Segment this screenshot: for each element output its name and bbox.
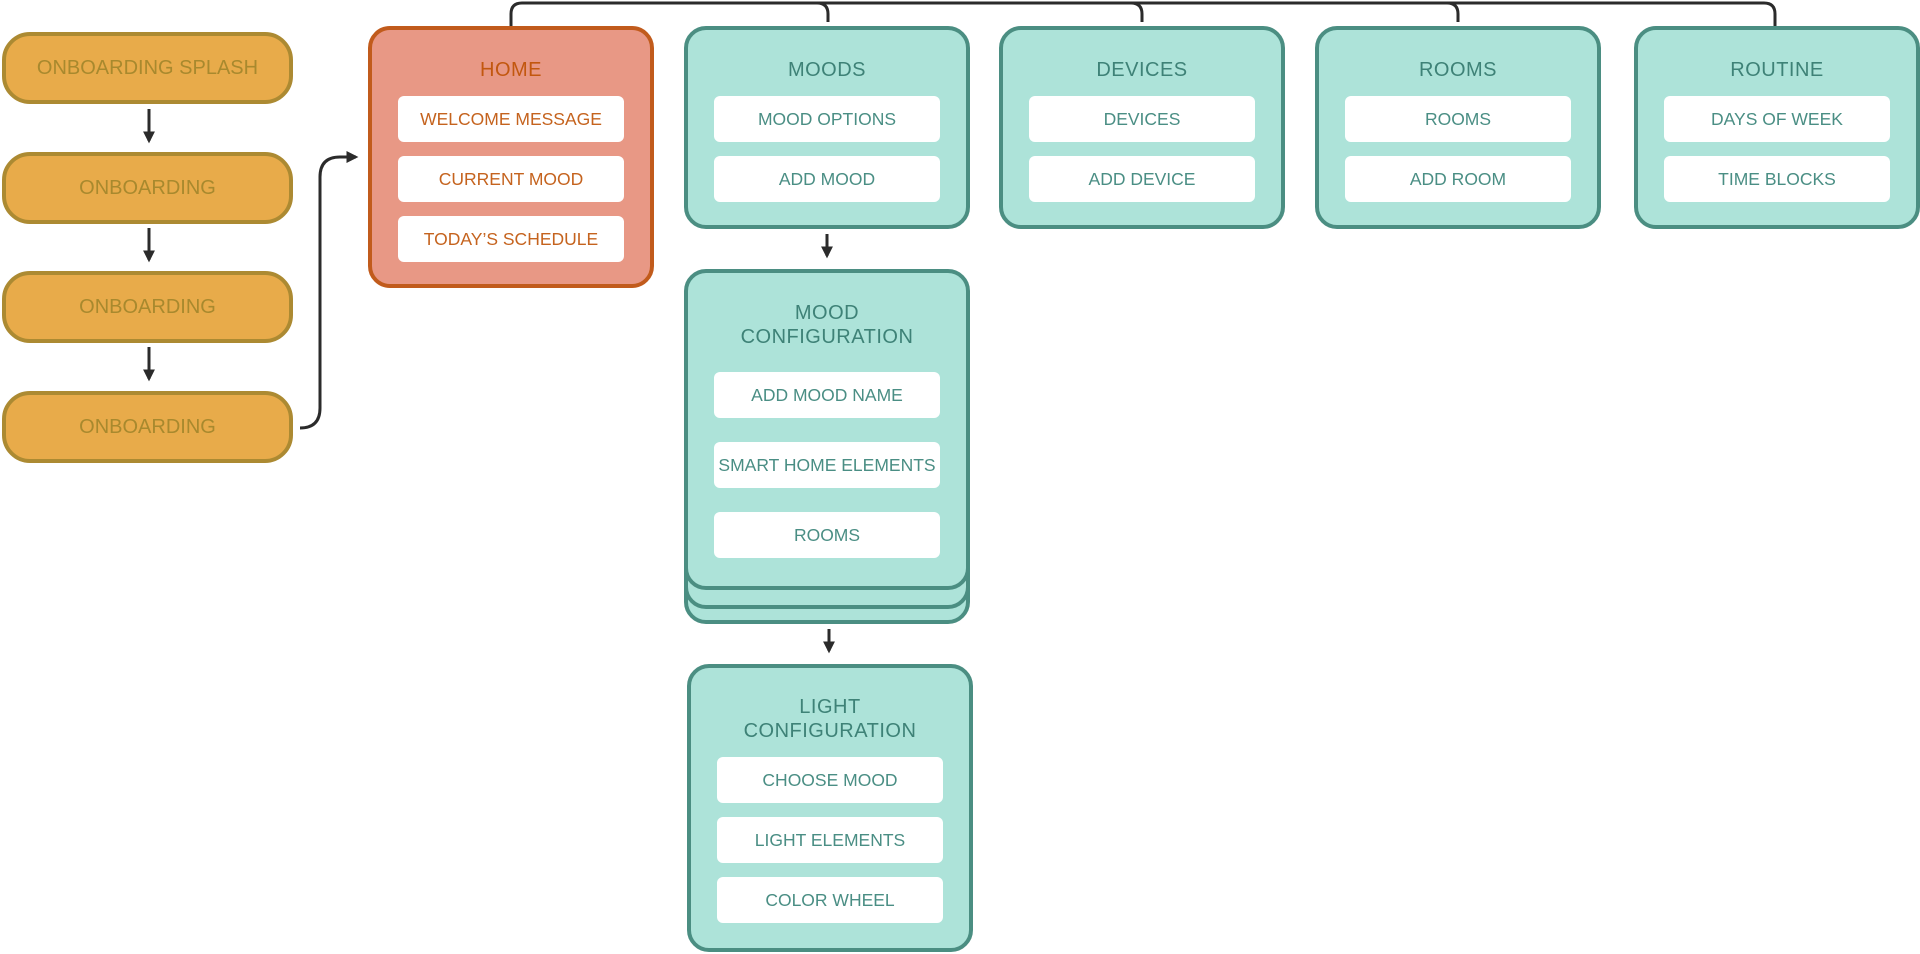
- moods-title: MOODS: [787, 59, 867, 81]
- arrow-onboarding-to-home: [299, 151, 359, 430]
- devices-title: DEVICES: [1096, 59, 1188, 81]
- mood-config-item-rooms: ROOMS: [714, 512, 940, 558]
- routine-item-days-of-week: DAYS OF WEEK: [1664, 96, 1890, 142]
- moods-item-add-mood: ADD MOOD: [714, 156, 940, 202]
- moods-item-mood-options: MOOD OPTIONS: [714, 96, 940, 142]
- mood-configuration-title: MOOD CONFIGURATION: [740, 302, 914, 348]
- bus-drop-devices: [1130, 1, 1144, 22]
- home-item-welcome-message: WELCOME MESSAGE: [398, 96, 624, 142]
- routine-item-time-blocks: TIME BLOCKS: [1664, 156, 1890, 202]
- light-configuration-title: LIGHT CONFIGURATION: [743, 696, 917, 742]
- top-bus-connector: [509, 1, 1777, 26]
- onboarding-node: ONBOARDING: [2, 271, 293, 343]
- home-item-todays-schedule: TODAY’S SCHEDULE: [398, 216, 624, 262]
- light-config-item-color-wheel: COLOR WHEEL: [717, 877, 943, 923]
- devices-card: DEVICES DEVICES ADD DEVICE: [999, 26, 1285, 229]
- light-config-item-choose-mood: CHOOSE MOOD: [717, 757, 943, 803]
- devices-item-add-device: ADD DEVICE: [1029, 156, 1255, 202]
- rooms-card: ROOMS ROOMS ADD ROOM: [1315, 26, 1601, 229]
- moods-card: MOODS MOOD OPTIONS ADD MOOD: [684, 26, 970, 229]
- light-configuration-card: LIGHT CONFIGURATION CHOOSE MOOD LIGHT EL…: [687, 664, 973, 952]
- routine-title: ROUTINE: [1730, 59, 1824, 81]
- home-title: HOME: [480, 59, 542, 81]
- home-card: HOME WELCOME MESSAGE CURRENT MOOD TODAY’…: [368, 26, 654, 288]
- rooms-title: ROOMS: [1418, 59, 1498, 81]
- onboarding-splash-node: ONBOARDING SPLASH: [2, 32, 293, 104]
- devices-item-devices: DEVICES: [1029, 96, 1255, 142]
- onboarding-node: ONBOARDING: [2, 152, 293, 224]
- mood-configuration-card: MOOD CONFIGURATION ADD MOOD NAME SMART H…: [684, 269, 970, 590]
- mood-config-item-add-mood-name: ADD MOOD NAME: [714, 372, 940, 418]
- onboarding-node: ONBOARDING: [2, 391, 293, 463]
- bus-drop-rooms: [1446, 1, 1460, 22]
- rooms-item-add-room: ADD ROOM: [1345, 156, 1571, 202]
- light-config-item-light-elements: LIGHT ELEMENTS: [717, 817, 943, 863]
- home-item-current-mood: CURRENT MOOD: [398, 156, 624, 202]
- mood-config-item-smart-home-elements: SMART HOME ELEMENTS: [714, 442, 940, 488]
- routine-card: ROUTINE DAYS OF WEEK TIME BLOCKS: [1634, 26, 1920, 229]
- bus-drop-moods: [816, 1, 830, 22]
- rooms-item-rooms: ROOMS: [1345, 96, 1571, 142]
